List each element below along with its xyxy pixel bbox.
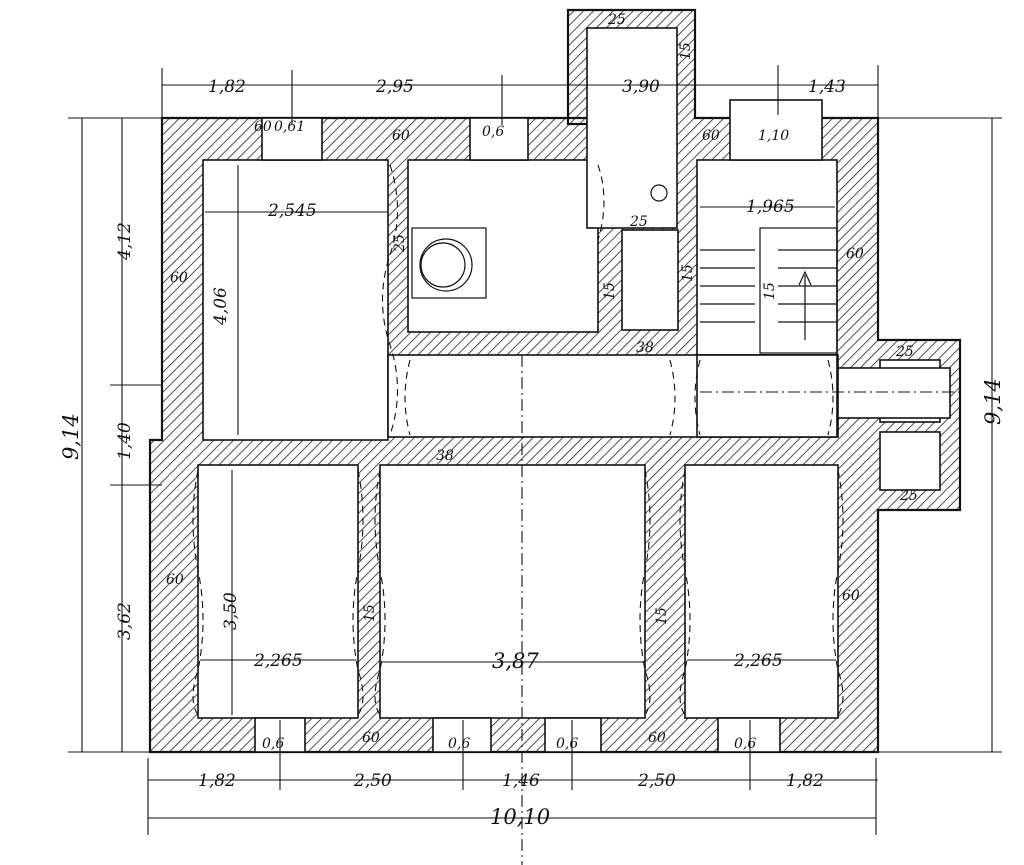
wall-thk-8: 60 (648, 730, 666, 746)
window-width-5: 0,6 (448, 736, 470, 752)
window-bottom-2 (432, 717, 492, 753)
partition-10: 15 (362, 604, 378, 622)
room-lower-left (197, 464, 359, 719)
window-bottom-3 (544, 717, 602, 753)
room-upper-left (202, 159, 389, 441)
wall-thk-2: 60 (702, 128, 720, 144)
window-width-1: 0,61 (274, 119, 305, 135)
dim-left-part-1: 4,12 (115, 222, 135, 261)
dim-room-width-5: 2,265 (733, 651, 783, 671)
dim-bottom-5: 1,82 (786, 771, 824, 791)
dim-top-1: 1,82 (208, 77, 246, 97)
dim-top-4: 1,43 (808, 77, 846, 97)
room-lower-middle (379, 464, 646, 719)
stove (411, 184, 668, 299)
stair-landing (696, 354, 838, 438)
wall-thk-6: 60 (842, 588, 860, 604)
rooms (197, 27, 951, 719)
wall-thk-7: 60 (362, 730, 380, 746)
wall-thk-1: 60 (392, 128, 410, 144)
dim-room-height-1: 4,06 (211, 287, 231, 326)
wall-thk-4: 60 (846, 246, 864, 262)
dimension-labels: 1,82 2,95 3,90 1,43 1,82 2,50 1,46 2,50 … (59, 12, 1005, 829)
door-swings (192, 164, 844, 716)
chimney-shaft-lower (621, 229, 679, 331)
entrance-passage (837, 367, 951, 419)
dim-room-width-3: 2,265 (253, 651, 303, 671)
partition-11: 15 (654, 607, 670, 625)
corridor-wall-1: 38 (636, 340, 654, 356)
partition-6: 15 (678, 42, 694, 60)
dim-left-total: 9,14 (59, 413, 83, 460)
window-top-3 (729, 99, 823, 161)
dim-total-width: 10,10 (490, 805, 550, 829)
staircase (700, 227, 838, 354)
dim-room-width-4: 3,87 (492, 649, 539, 673)
window-width-4: 0,6 (262, 736, 284, 752)
dim-bottom-1: 1,82 (198, 771, 236, 791)
room-upper-right-stair (696, 159, 838, 356)
dim-bottom-3: 1,46 (502, 771, 540, 791)
chimney-shaft (586, 27, 678, 229)
window-width-6: 0,6 (556, 736, 578, 752)
wall-thk-5: 60 (166, 572, 184, 588)
partition-3: 25 (895, 344, 914, 360)
room-upper-middle-kitchen (407, 159, 599, 333)
window-width-2: 0,6 (482, 124, 504, 140)
dim-room-height-2: 3,50 (221, 592, 241, 630)
partition-7: 15 (602, 282, 618, 300)
partition-2: 25 (629, 214, 648, 230)
window-width-7: 0,6 (734, 736, 756, 752)
partition-8: 15 (680, 264, 696, 282)
room-lower-right (684, 464, 839, 719)
dimension-lines (68, 65, 1002, 835)
window-top-2 (469, 117, 529, 161)
dim-top-3: 3,90 (622, 77, 660, 97)
window-bottom-4 (717, 717, 781, 753)
annex-chamber-lower (879, 431, 941, 491)
partition-5: 25 (392, 234, 408, 253)
corridor-wall-2: 38 (436, 448, 454, 464)
dim-room-width-1: 2,545 (267, 201, 317, 221)
partition-9: 15 (762, 282, 778, 300)
dim-left-part-2: 1,40 (115, 422, 135, 460)
dim-room-width-2: 1,965 (746, 197, 795, 217)
window-width-3: 1,10 (758, 128, 789, 144)
wall-thk-3: 60 (170, 270, 188, 286)
partition-4: 25 (899, 488, 918, 504)
dim-left-part-3: 3,62 (115, 602, 135, 640)
dim-top-2: 2,95 (375, 77, 414, 97)
dim-right-total: 9,14 (981, 378, 1005, 425)
dim-bottom-4: 2,50 (637, 771, 676, 791)
dim-bottom-2: 2,50 (353, 771, 392, 791)
partition-1: 25 (607, 12, 626, 28)
wall-thk-9: 60 (254, 119, 272, 135)
